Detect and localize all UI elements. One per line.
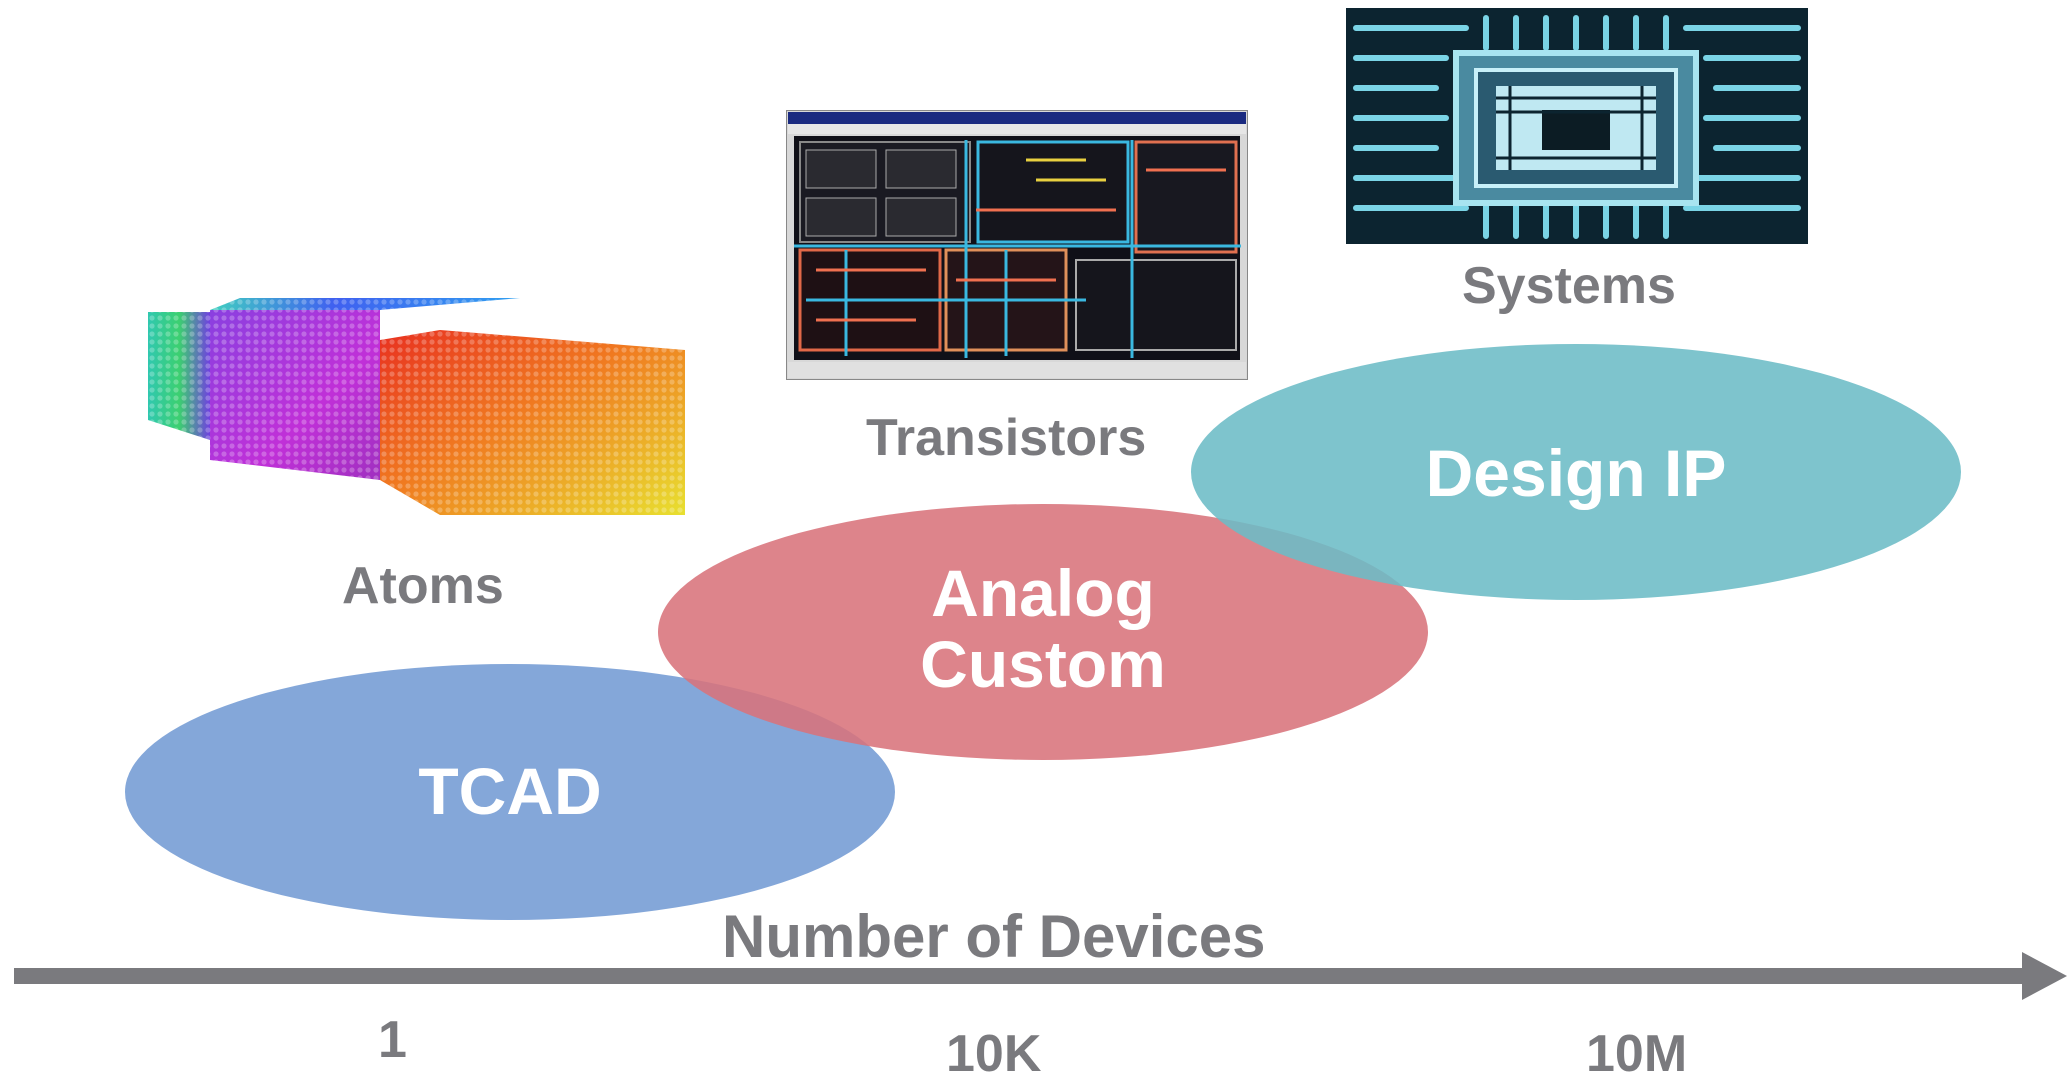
chip-image [1346,8,1808,244]
axis-tick-10m: 10M [1586,1025,1688,1083]
axis-tick-10k: 10K [946,1025,1042,1083]
layout-editor-screenshot [786,110,1248,380]
custom-line: Custom [920,627,1166,702]
tcad-label: TCAD [418,754,602,828]
atoms-label: Atoms [342,557,504,615]
axis-tick-1: 1 [378,1011,407,1069]
design-ip-ellipse [1191,344,1961,600]
atom-lattice-image [148,298,685,515]
analog-line: Analog [931,556,1155,630]
analog-custom-label: Analog Custom [843,556,1243,702]
analog-custom-ellipse [658,504,1428,760]
design-ip-label: Design IP [1425,436,1727,510]
transistors-label: Transistors [866,409,1147,467]
tcad-ellipse [125,664,895,920]
axis-title: Number of Devices [722,903,1266,970]
axis-arrowhead [2022,952,2067,1000]
systems-label: Systems [1462,257,1676,315]
